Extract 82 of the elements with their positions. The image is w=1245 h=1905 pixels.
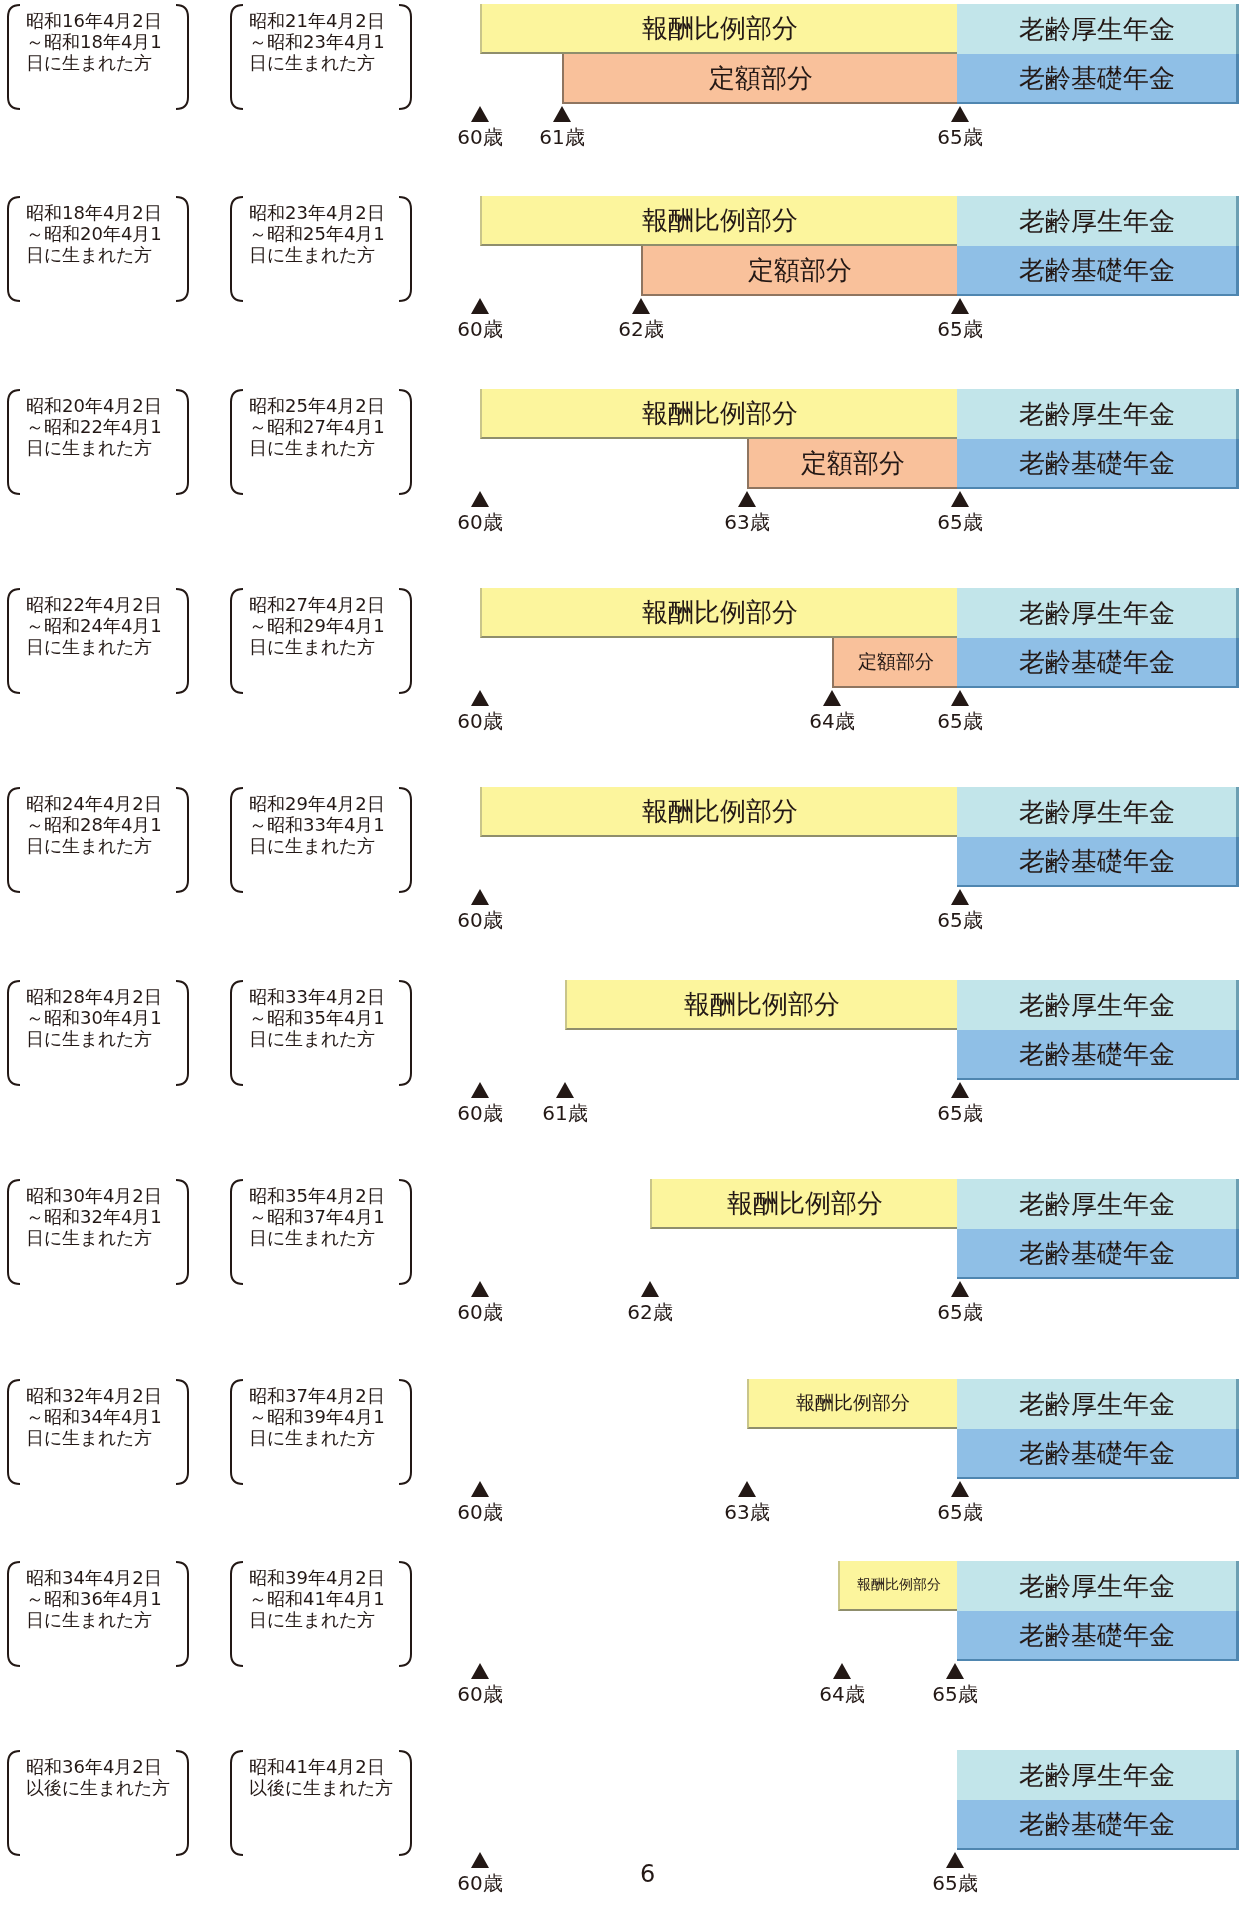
bracket-text: 昭和23年4月2日～昭和25年4月1日に生まれた方 (229, 196, 413, 302)
age-label: 64歳 (808, 708, 856, 735)
bracket-text: 昭和25年4月2日～昭和27年4月1日に生まれた方 (229, 389, 413, 495)
age-label: 60歳 (456, 1100, 504, 1127)
bracket-text: 昭和32年4月2日～昭和34年4月1日に生まれた方 (6, 1379, 190, 1485)
age-label: 62歳 (617, 316, 665, 343)
benefit-bar: 報酬比例部分 (480, 4, 957, 54)
age-label: 65歳 (936, 708, 984, 735)
age-label: 60歳 (456, 1681, 504, 1708)
pension-bar: 老齢基礎年金 (957, 638, 1239, 688)
bracket-text: 昭和33年4月2日～昭和35年4月1日に生まれた方 (229, 980, 413, 1086)
age-label: 65歳 (936, 316, 984, 343)
pension-bar: 老齢厚生年金 (957, 1379, 1239, 1429)
page-number: 6 (640, 1860, 656, 1888)
pension-bar: 老齢基礎年金 (957, 837, 1239, 887)
age-label: 60歳 (456, 708, 504, 735)
bracket-text: 昭和24年4月2日～昭和28年4月1日に生まれた方 (6, 787, 190, 893)
bracket-text: 昭和27年4月2日～昭和29年4月1日に生まれた方 (229, 588, 413, 694)
pension-bar: 老齢基礎年金 (957, 1800, 1239, 1850)
bracket-text: 昭和30年4月2日～昭和32年4月1日に生まれた方 (6, 1179, 190, 1285)
benefit-bar: 報酬比例部分 (480, 196, 957, 246)
bracket-text: 昭和35年4月2日～昭和37年4月1日に生まれた方 (229, 1179, 413, 1285)
age-label: 65歳 (936, 1100, 984, 1127)
benefit-bar: 定額部分 (832, 638, 957, 688)
age-label: 60歳 (456, 1299, 504, 1326)
benefit-bar: 報酬比例部分 (838, 1561, 957, 1611)
bracket-text: 昭和28年4月2日～昭和30年4月1日に生まれた方 (6, 980, 190, 1086)
pension-bar: 老齢基礎年金 (957, 246, 1239, 296)
age-label: 65歳 (931, 1870, 979, 1897)
pension-bar: 老齢基礎年金 (957, 1229, 1239, 1279)
age-label: 65歳 (936, 1299, 984, 1326)
age-label: 65歳 (936, 907, 984, 934)
bracket-text: 昭和18年4月2日～昭和20年4月1日に生まれた方 (6, 196, 190, 302)
age-label: 60歳 (456, 1499, 504, 1526)
benefit-bar: 定額部分 (641, 246, 957, 296)
age-label: 62歳 (626, 1299, 674, 1326)
bracket-text: 昭和39年4月2日～昭和41年4月1日に生まれた方 (229, 1561, 413, 1667)
pension-bar: 老齢基礎年金 (957, 439, 1239, 489)
age-label: 65歳 (936, 1499, 984, 1526)
age-label: 60歳 (456, 509, 504, 536)
pension-bar: 老齢厚生年金 (957, 980, 1239, 1030)
bracket-text: 昭和22年4月2日～昭和24年4月1日に生まれた方 (6, 588, 190, 694)
pension-bar: 老齢基礎年金 (957, 1429, 1239, 1479)
pension-bar: 老齢厚生年金 (957, 588, 1239, 638)
bracket-text: 昭和20年4月2日～昭和22年4月1日に生まれた方 (6, 389, 190, 495)
age-label: 65歳 (936, 124, 984, 151)
benefit-bar: 定額部分 (747, 439, 957, 489)
bracket-text: 昭和34年4月2日～昭和36年4月1日に生まれた方 (6, 1561, 190, 1667)
bracket-text: 昭和16年4月2日～昭和18年4月1日に生まれた方 (6, 4, 190, 110)
pension-bar: 老齢厚生年金 (957, 196, 1239, 246)
age-label: 65歳 (936, 509, 984, 536)
bracket-text: 昭和41年4月2日以後に生まれた方 (229, 1750, 413, 1856)
age-label: 60歳 (456, 1870, 504, 1897)
age-label: 63歳 (723, 1499, 771, 1526)
benefit-bar: 報酬比例部分 (650, 1179, 957, 1229)
benefit-bar: 報酬比例部分 (480, 588, 957, 638)
pension-bar: 老齢厚生年金 (957, 787, 1239, 837)
age-label: 65歳 (931, 1681, 979, 1708)
benefit-bar: 定額部分 (562, 54, 957, 104)
benefit-bar: 報酬比例部分 (747, 1379, 957, 1429)
age-label: 64歳 (818, 1681, 866, 1708)
age-label: 63歳 (723, 509, 771, 536)
pension-bar: 老齢基礎年金 (957, 1030, 1239, 1080)
bracket-text: 昭和29年4月2日～昭和33年4月1日に生まれた方 (229, 787, 413, 893)
bracket-text: 昭和36年4月2日以後に生まれた方 (6, 1750, 190, 1856)
age-label: 60歳 (456, 124, 504, 151)
pension-bar: 老齢厚生年金 (957, 1561, 1239, 1611)
age-label: 61歳 (541, 1100, 589, 1127)
benefit-bar: 報酬比例部分 (480, 787, 957, 837)
bracket-text: 昭和21年4月2日～昭和23年4月1日に生まれた方 (229, 4, 413, 110)
benefit-bar: 報酬比例部分 (565, 980, 957, 1030)
pension-bar: 老齢厚生年金 (957, 1750, 1239, 1800)
age-label: 60歳 (456, 907, 504, 934)
pension-bar: 老齢厚生年金 (957, 1179, 1239, 1229)
benefit-bar: 報酬比例部分 (480, 389, 957, 439)
bracket-text: 昭和37年4月2日～昭和39年4月1日に生まれた方 (229, 1379, 413, 1485)
pension-bar: 老齢基礎年金 (957, 54, 1239, 104)
age-label: 60歳 (456, 316, 504, 343)
age-label: 61歳 (538, 124, 586, 151)
pension-bar: 老齢厚生年金 (957, 389, 1239, 439)
pension-bar: 老齢基礎年金 (957, 1611, 1239, 1661)
pension-bar: 老齢厚生年金 (957, 4, 1239, 54)
